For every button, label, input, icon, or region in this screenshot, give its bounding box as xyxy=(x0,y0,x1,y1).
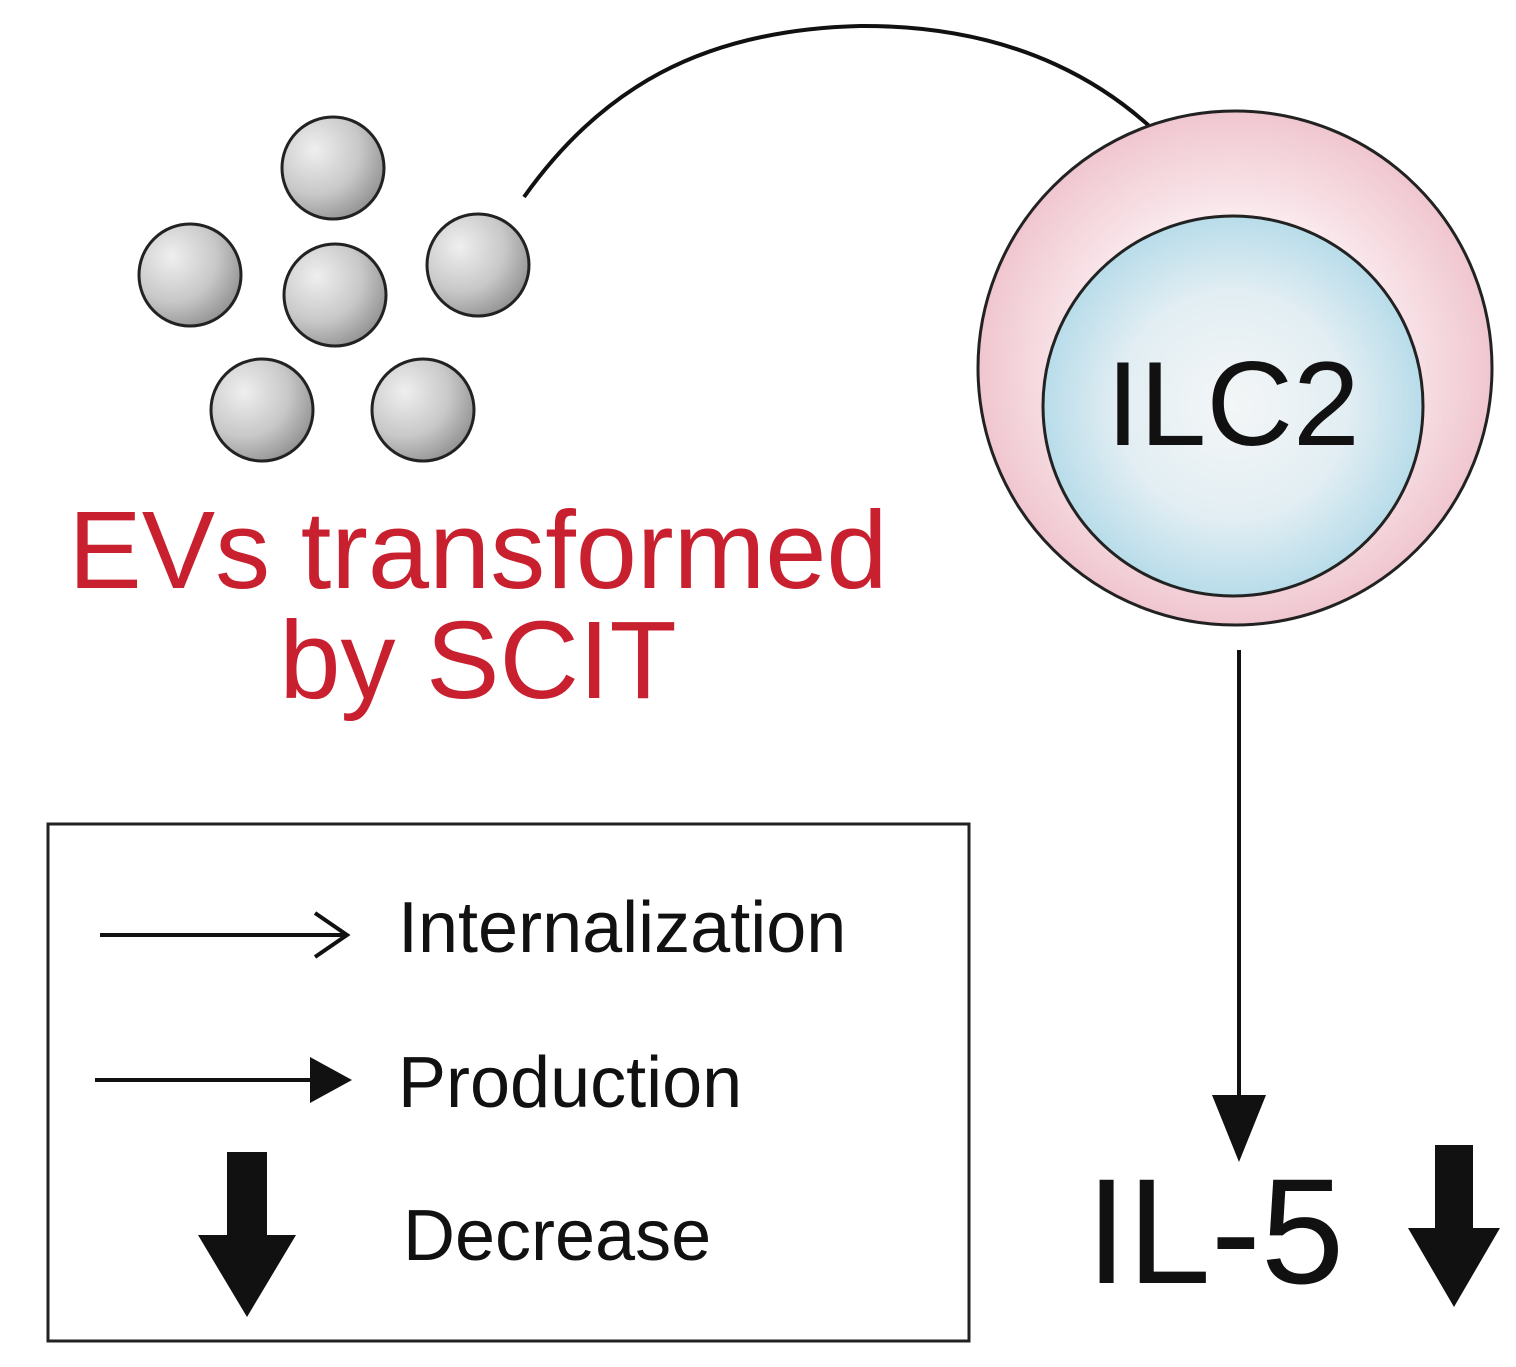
vesicle xyxy=(425,212,531,318)
open-arrow-icon xyxy=(100,911,351,959)
vesicle xyxy=(280,115,386,221)
legend-item-decrease: Decrease xyxy=(198,1152,711,1317)
extracellular-vesicles xyxy=(137,115,531,463)
production-arrow xyxy=(1212,650,1266,1162)
filled-arrowhead-icon xyxy=(1212,1095,1266,1162)
ilc2-cell: ILC2 xyxy=(976,109,1494,627)
legend-box xyxy=(46,822,971,1343)
filled-arrow-icon xyxy=(95,1057,352,1103)
legend-label: Production xyxy=(398,1043,742,1123)
thick-down-arrow-icon xyxy=(198,1152,296,1317)
thick-down-arrow-icon xyxy=(1408,1145,1500,1307)
legend-label: Internalization xyxy=(398,888,846,968)
legend: Internalization Production Decrease xyxy=(46,822,971,1343)
legend-label: Decrease xyxy=(403,1196,711,1276)
vesicle xyxy=(209,357,315,463)
product-label: IL-5 xyxy=(1086,1147,1344,1315)
legend-item-production: Production xyxy=(95,1043,742,1123)
ev-label-line2: by SCIT xyxy=(279,599,676,722)
cell-label: ILC2 xyxy=(1106,337,1359,471)
vesicle xyxy=(370,357,476,463)
vesicle xyxy=(137,222,243,328)
cell-nucleus xyxy=(1041,214,1425,598)
legend-item-internalization: Internalization xyxy=(100,888,846,968)
ev-label-line1: EVs transformed xyxy=(68,489,887,612)
vesicle xyxy=(282,242,388,348)
